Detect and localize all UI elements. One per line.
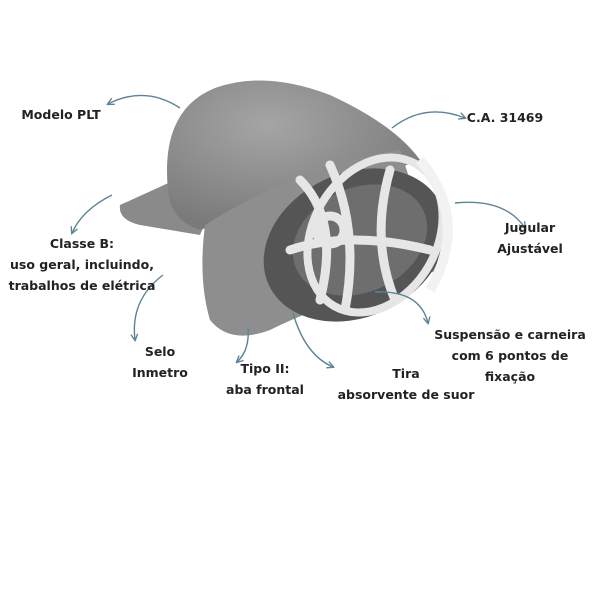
helmet [119,80,453,336]
chin-strap [416,156,453,293]
label-line: com 6 pontos de [451,348,569,363]
helmet-shell [166,80,420,230]
label-line: Ajustável [497,241,563,256]
label-line: trabalhos de elétrica [8,278,156,293]
label-line: Modelo PLT [21,107,101,122]
arrow-selo [134,274,164,340]
label-line: Jugular [504,220,556,235]
label-classe: Classe B: uso geral, incluindo, trabalhos … [9,233,156,296]
label-tira: Tira absorvente de suor [338,363,475,405]
label-line: absorvente de suor [337,387,475,402]
label-tipo: Tipo II: aba frontal [226,358,304,400]
label-line: aba frontal [226,382,304,397]
arrow-suspensao [374,291,428,323]
label-line: Selo [144,344,176,359]
label-suspensao: Suspensão e carneira com 6 pontos de fixaç… [434,324,586,387]
label-line: Classe B: [49,236,115,251]
arrows [72,94,525,367]
suspension [285,153,447,317]
label-line: Suspensão e carneira [434,327,586,342]
label-line: C.A. 31469 [466,110,544,125]
label-line: Inmetro [132,365,188,380]
arrow-jugular [454,201,525,228]
arrow-classe [72,194,113,233]
arrow-tira [292,312,333,367]
label-modelo: Modelo PLT [21,104,100,125]
label-line: fixação [484,369,536,384]
arrow-tipo [237,326,249,362]
arrow-modelo [108,94,181,109]
label-line: uso geral, incluindo, [10,257,154,272]
label-line: Tira [392,366,420,381]
label-ca: C.A. 31469 [467,107,543,128]
arrow-ca [391,111,465,129]
label-line: Tipo II: [240,361,290,376]
